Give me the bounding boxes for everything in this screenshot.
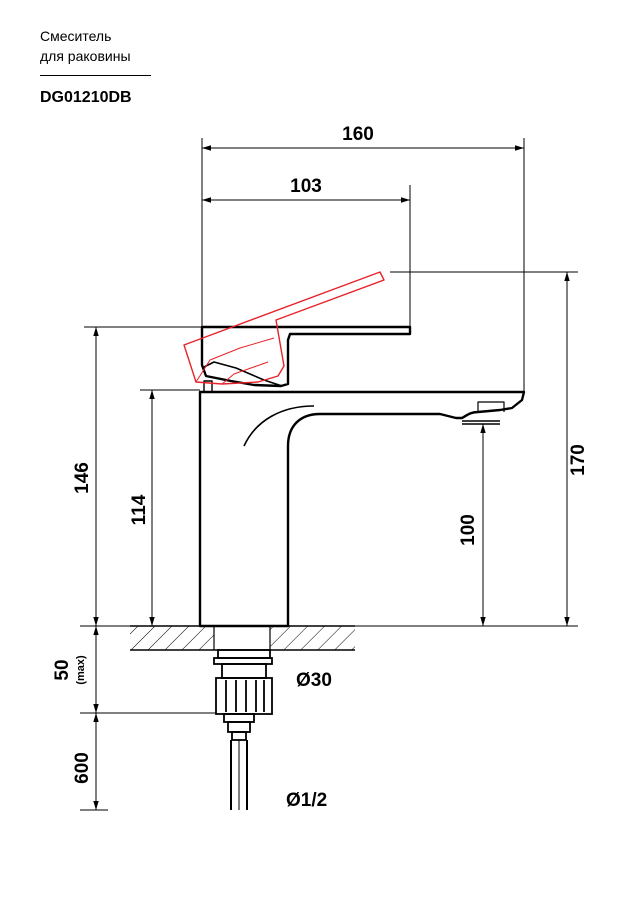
product-type-line2: для раковины [40, 48, 131, 64]
extension-lines [80, 138, 578, 811]
dim-hose-length: 600 [72, 752, 93, 784]
header-divider [40, 75, 151, 76]
dim-max-note: (max) [75, 655, 87, 685]
mounting-stud [213, 649, 273, 741]
faucet-body [198, 390, 526, 628]
countertop [130, 625, 355, 651]
dim-overall-height: 170 [568, 444, 589, 476]
dim-connection-size: Ø1/2 [286, 790, 327, 811]
handle [200, 325, 412, 393]
product-type-line1: Смеситель [40, 28, 112, 44]
flexible-hose [230, 740, 248, 810]
dim-mount-diameter: Ø30 [296, 670, 332, 691]
dim-counter-thickness: 50 [52, 659, 73, 680]
handle-raised-position [183, 271, 385, 385]
dim-lever-width: 103 [290, 176, 322, 197]
dim-spout-height: 100 [458, 514, 479, 546]
model-number: DG01210DB [40, 89, 132, 106]
dim-overall-width: 160 [342, 124, 374, 145]
dim-body-height: 114 [129, 494, 150, 525]
dimension-lines [93, 145, 570, 810]
dim-body-lever-height: 146 [72, 462, 93, 494]
